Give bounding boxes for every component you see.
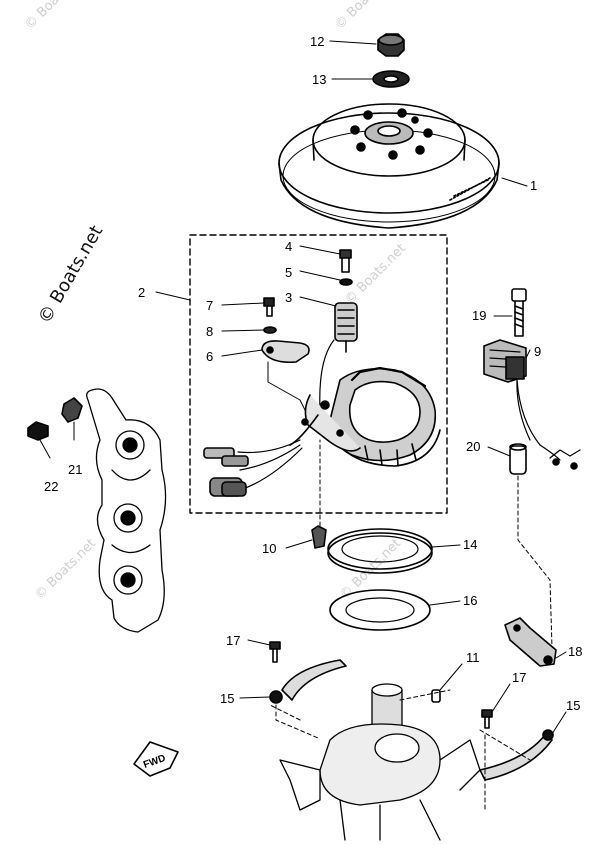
callout-22: 22 xyxy=(44,479,58,494)
callout-1: 1 xyxy=(530,178,537,193)
callout-17a: 17 xyxy=(226,633,240,648)
callout-5: 5 xyxy=(285,265,292,280)
screw-7 xyxy=(263,297,275,317)
cdi-unit xyxy=(483,339,561,461)
callout-16: 16 xyxy=(463,593,477,608)
callout-19: 19 xyxy=(472,308,486,323)
stator-assembly-box xyxy=(189,234,448,514)
screw-17-right xyxy=(481,709,493,729)
callout-13: 13 xyxy=(312,72,326,87)
callout-2: 2 xyxy=(138,285,145,300)
sleeve-20 xyxy=(509,443,553,649)
callout-15a: 15 xyxy=(220,691,234,706)
fwd-arrow xyxy=(133,741,179,777)
gasket-16 xyxy=(329,589,431,631)
bolt-19 xyxy=(511,288,527,337)
lever-18 xyxy=(504,617,557,667)
washer xyxy=(372,70,410,88)
screw-4 xyxy=(339,249,352,273)
callout-15b: 15 xyxy=(566,698,580,713)
clip-15-left xyxy=(269,659,347,704)
bracket-6 xyxy=(261,340,311,421)
callout-8: 8 xyxy=(206,324,213,339)
callout-3: 3 xyxy=(285,290,292,305)
washer-8 xyxy=(263,326,277,334)
screw-22 xyxy=(27,421,49,441)
callout-9: 9 xyxy=(534,344,541,359)
callout-14: 14 xyxy=(463,537,477,552)
plate-14 xyxy=(327,528,433,574)
pin-11 xyxy=(431,689,441,703)
clip-21 xyxy=(61,397,83,423)
callout-7: 7 xyxy=(206,298,213,313)
callout-10: 10 xyxy=(262,541,276,556)
screw-17-left xyxy=(269,641,281,663)
watermark-text: © Boats.net xyxy=(342,241,409,308)
pulser-coil xyxy=(319,302,358,411)
stator-wiring xyxy=(203,439,303,497)
clip-15-right xyxy=(479,729,554,781)
wire-terminals xyxy=(549,449,581,470)
watermark-text: © Boats.net xyxy=(32,536,99,603)
engine-bracket xyxy=(86,388,167,633)
boats-net-watermark: © Boats.net xyxy=(34,222,107,328)
callout-4: 4 xyxy=(285,239,292,254)
flywheel-magneto xyxy=(278,103,500,229)
leader-lines xyxy=(155,40,567,735)
callout-18: 18 xyxy=(568,644,582,659)
watermark-text: © Boats.net xyxy=(22,0,89,33)
callout-12: 12 xyxy=(310,34,324,49)
callout-11: 11 xyxy=(466,650,480,665)
screw-10 xyxy=(311,439,327,549)
callout-numbers: 12 13 1 4 5 3 2 7 8 6 9 19 20 21 22 10 1… xyxy=(44,34,582,713)
callout-6: 6 xyxy=(206,349,213,364)
callout-17b: 17 xyxy=(512,670,526,685)
watermark-text: © Boats.net xyxy=(332,0,399,33)
callout-20: 20 xyxy=(466,439,480,454)
flywheel-nut xyxy=(377,33,405,57)
callout-21: 21 xyxy=(68,462,82,477)
stator xyxy=(289,366,441,467)
washer-5 xyxy=(339,278,353,286)
crankcase xyxy=(269,683,531,841)
